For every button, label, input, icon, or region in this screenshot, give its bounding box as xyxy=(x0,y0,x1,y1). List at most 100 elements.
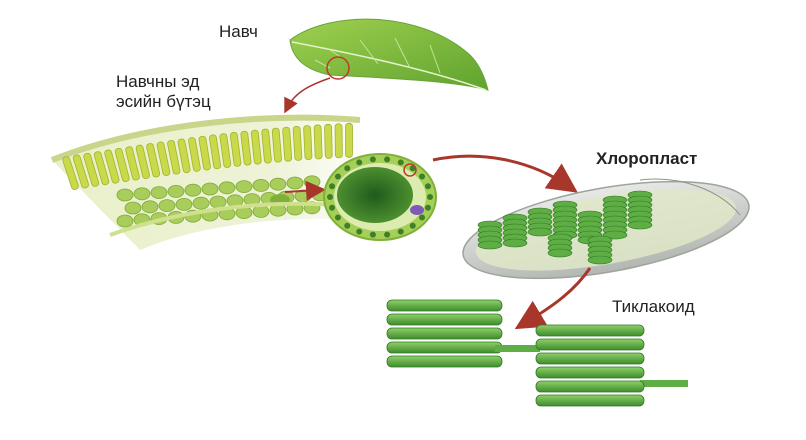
cell-chloroplast xyxy=(397,228,404,235)
thylakoid-disc xyxy=(386,327,503,340)
palisade-cell xyxy=(261,128,272,164)
cell-chloroplast xyxy=(424,204,431,211)
spongy-cell xyxy=(184,183,202,197)
thylakoid-disc xyxy=(386,299,503,312)
label-leaf-cross-section: Навчны эд эсийн бүтэц xyxy=(116,72,211,112)
palisade-cell xyxy=(104,149,120,184)
label-thylakoid: Тиклакоид xyxy=(612,297,695,316)
leaf-cross-section xyxy=(50,114,370,250)
thylakoid-disc xyxy=(535,338,645,351)
cell-chloroplast xyxy=(369,231,376,238)
palisade-cell xyxy=(282,126,293,162)
palisade-cell xyxy=(313,124,323,160)
spongy-cell xyxy=(158,199,176,213)
palisade-cell xyxy=(250,129,262,165)
spongy-cell xyxy=(116,214,134,228)
thylakoid-disc xyxy=(386,355,503,368)
granum-disc xyxy=(547,248,573,258)
label-leaf-cross-section-line1: Навчны эд xyxy=(116,72,200,91)
palisade-cell xyxy=(83,152,100,187)
cell-chloroplast xyxy=(356,228,363,235)
cell-chloroplast xyxy=(329,204,336,211)
thylakoid-disc xyxy=(386,313,503,326)
palisade-cell xyxy=(114,147,130,183)
palisade-cell xyxy=(198,135,211,171)
palisade-cell xyxy=(209,134,222,170)
label-chloroplast: Хлоропласт xyxy=(596,149,698,168)
palisade-cell xyxy=(93,151,110,186)
cell-chloroplast xyxy=(334,173,341,180)
palisade-cell xyxy=(135,144,150,179)
thylakoid-disc xyxy=(386,341,503,354)
palisade-cell xyxy=(229,131,242,167)
spongy-cell xyxy=(124,201,142,215)
palisade-cell xyxy=(62,156,79,190)
cell-chloroplast xyxy=(384,156,391,163)
palisade-cell xyxy=(177,138,191,174)
arrow-chloroplast-to-thylakoid xyxy=(514,267,592,330)
cell-chloroplast xyxy=(327,194,333,200)
chloroplast xyxy=(462,178,750,280)
cell-chloroplast xyxy=(329,183,336,190)
thylakoid-stack xyxy=(386,299,688,407)
thylakoid-disc xyxy=(535,366,645,379)
cell-chloroplast xyxy=(409,222,416,229)
spongy-cell xyxy=(269,177,287,191)
leaf-icon xyxy=(289,18,489,91)
spongy-cell xyxy=(252,178,270,192)
spongy-cell xyxy=(252,204,270,218)
palisade-cell xyxy=(345,122,353,158)
thylakoid-disc xyxy=(535,394,645,407)
cell-chloroplast xyxy=(427,194,433,200)
palisade-cell xyxy=(72,154,89,189)
palisade-cell xyxy=(303,125,313,161)
granum-disc xyxy=(587,255,613,265)
spongy-cell xyxy=(133,187,151,201)
palisade-cell xyxy=(292,125,303,161)
label-leaf: Навч xyxy=(219,22,258,41)
spongy-cell xyxy=(303,175,321,189)
cell-chloroplast xyxy=(334,214,341,221)
thylakoid-disc xyxy=(535,352,645,365)
palisade-cell xyxy=(271,127,282,163)
palisade-cell xyxy=(125,146,140,181)
granum-disc xyxy=(477,240,503,250)
spongy-cell xyxy=(286,176,304,190)
arrow-cell-to-chloroplast xyxy=(432,154,578,193)
granum-disc xyxy=(527,227,553,237)
arrow-leaf-to-tissue xyxy=(284,77,331,114)
cell-chloroplast xyxy=(419,214,426,221)
palisade-cell xyxy=(167,140,181,175)
palisade-cell xyxy=(324,123,333,159)
spongy-cell xyxy=(141,200,159,214)
spongy-cell xyxy=(175,197,193,211)
arrow-tissue-to-cell xyxy=(284,180,326,201)
plant-cell xyxy=(323,153,437,241)
spongy-cell xyxy=(218,181,236,195)
palisade-cell xyxy=(146,143,161,178)
palisade-cell xyxy=(156,141,171,176)
cell-chloroplast xyxy=(397,159,404,166)
thylakoid-disc xyxy=(535,380,645,393)
cell-chloroplast xyxy=(344,165,351,172)
spongy-cell xyxy=(235,180,253,194)
spongy-cell xyxy=(150,186,168,200)
spongy-cell xyxy=(167,184,185,198)
palisade-cell xyxy=(188,137,201,172)
cell-chloroplast xyxy=(384,231,391,238)
cell-chloroplast xyxy=(369,156,376,163)
granum-disc xyxy=(502,238,528,248)
spongy-cell xyxy=(116,188,134,202)
granum-disc xyxy=(602,230,628,240)
cell-chloroplast xyxy=(344,222,351,229)
palisade-cell xyxy=(334,123,343,159)
thylakoid-disc xyxy=(535,324,645,337)
cell-chloroplast xyxy=(424,183,431,190)
palisade-cell xyxy=(240,130,252,166)
spongy-cell xyxy=(192,196,210,210)
cell-chloroplast xyxy=(356,159,363,166)
spongy-cell xyxy=(201,182,219,196)
cell-chloroplast xyxy=(419,173,426,180)
